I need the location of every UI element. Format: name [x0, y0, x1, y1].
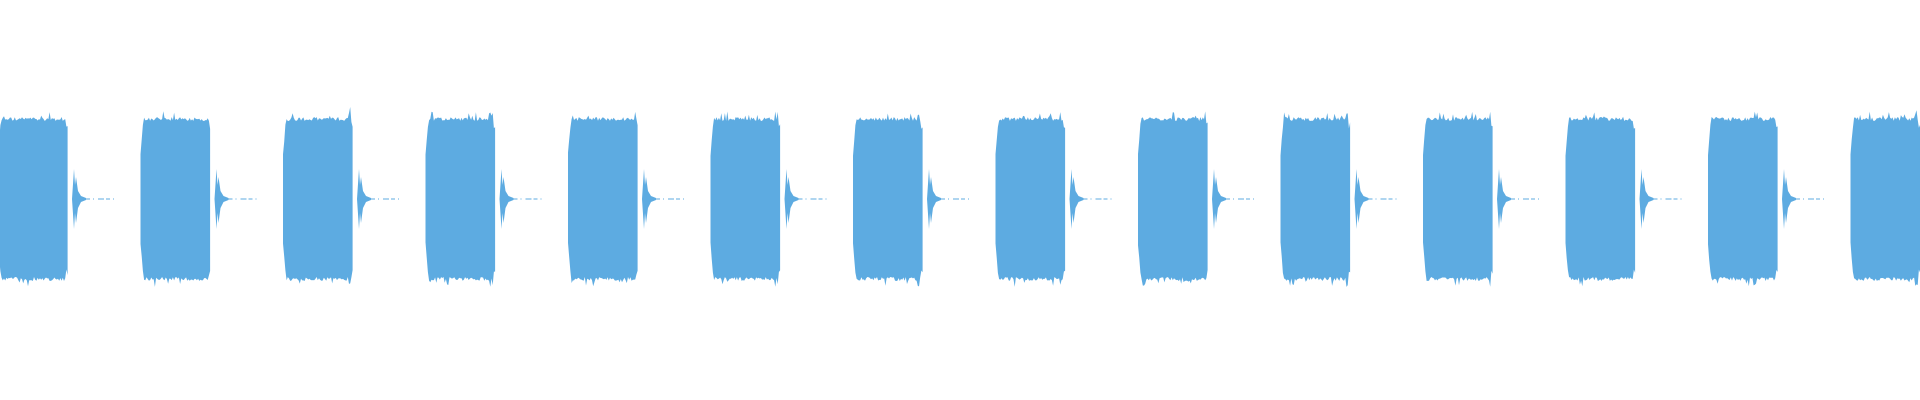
waveform-burst [710, 111, 830, 287]
waveform-burst-body [0, 112, 68, 287]
waveform-burst-body [995, 112, 1066, 287]
waveform-burst [1280, 112, 1400, 287]
waveform-tail [72, 169, 86, 229]
waveform-burst [425, 111, 545, 287]
waveform-tail [499, 169, 514, 229]
waveform-tail [642, 169, 656, 229]
waveform-burst-body [710, 111, 781, 287]
waveform-burst [1138, 111, 1257, 286]
waveform-tail [1639, 169, 1654, 229]
waveform-tail [1069, 169, 1084, 229]
waveform-burst-body [1708, 111, 1778, 287]
waveform-burst [1708, 111, 1827, 287]
waveform-tail [927, 169, 941, 229]
waveform-burst [283, 107, 402, 284]
waveform-tail [214, 169, 229, 229]
waveform-burst-body [568, 111, 638, 287]
waveform-burst-body [140, 111, 211, 287]
waveform-tail [1782, 169, 1796, 229]
waveform-burst [1565, 112, 1685, 287]
waveform-burst [568, 111, 687, 287]
waveform-burst [995, 112, 1115, 287]
waveform-burst-body [1850, 110, 1920, 286]
waveform-burst-body [283, 107, 353, 284]
waveform-burst [0, 112, 117, 287]
waveform-burst-body [1280, 112, 1351, 287]
waveform-burst-body [1138, 111, 1208, 286]
waveform-tail [784, 169, 799, 229]
waveform-burst [1423, 111, 1542, 287]
waveform-burst [853, 113, 972, 287]
waveform-burst-body [1565, 112, 1636, 287]
waveform-tail [1497, 169, 1511, 229]
waveform-burst [140, 111, 260, 287]
waveform-burst-body [853, 113, 923, 287]
waveform-tail [1354, 169, 1369, 229]
waveform-tail [357, 169, 371, 229]
waveform-burst [1850, 110, 1920, 286]
waveform-tail [1212, 169, 1226, 229]
waveform-burst-body [1423, 111, 1493, 287]
waveform-burst-body [425, 111, 496, 287]
